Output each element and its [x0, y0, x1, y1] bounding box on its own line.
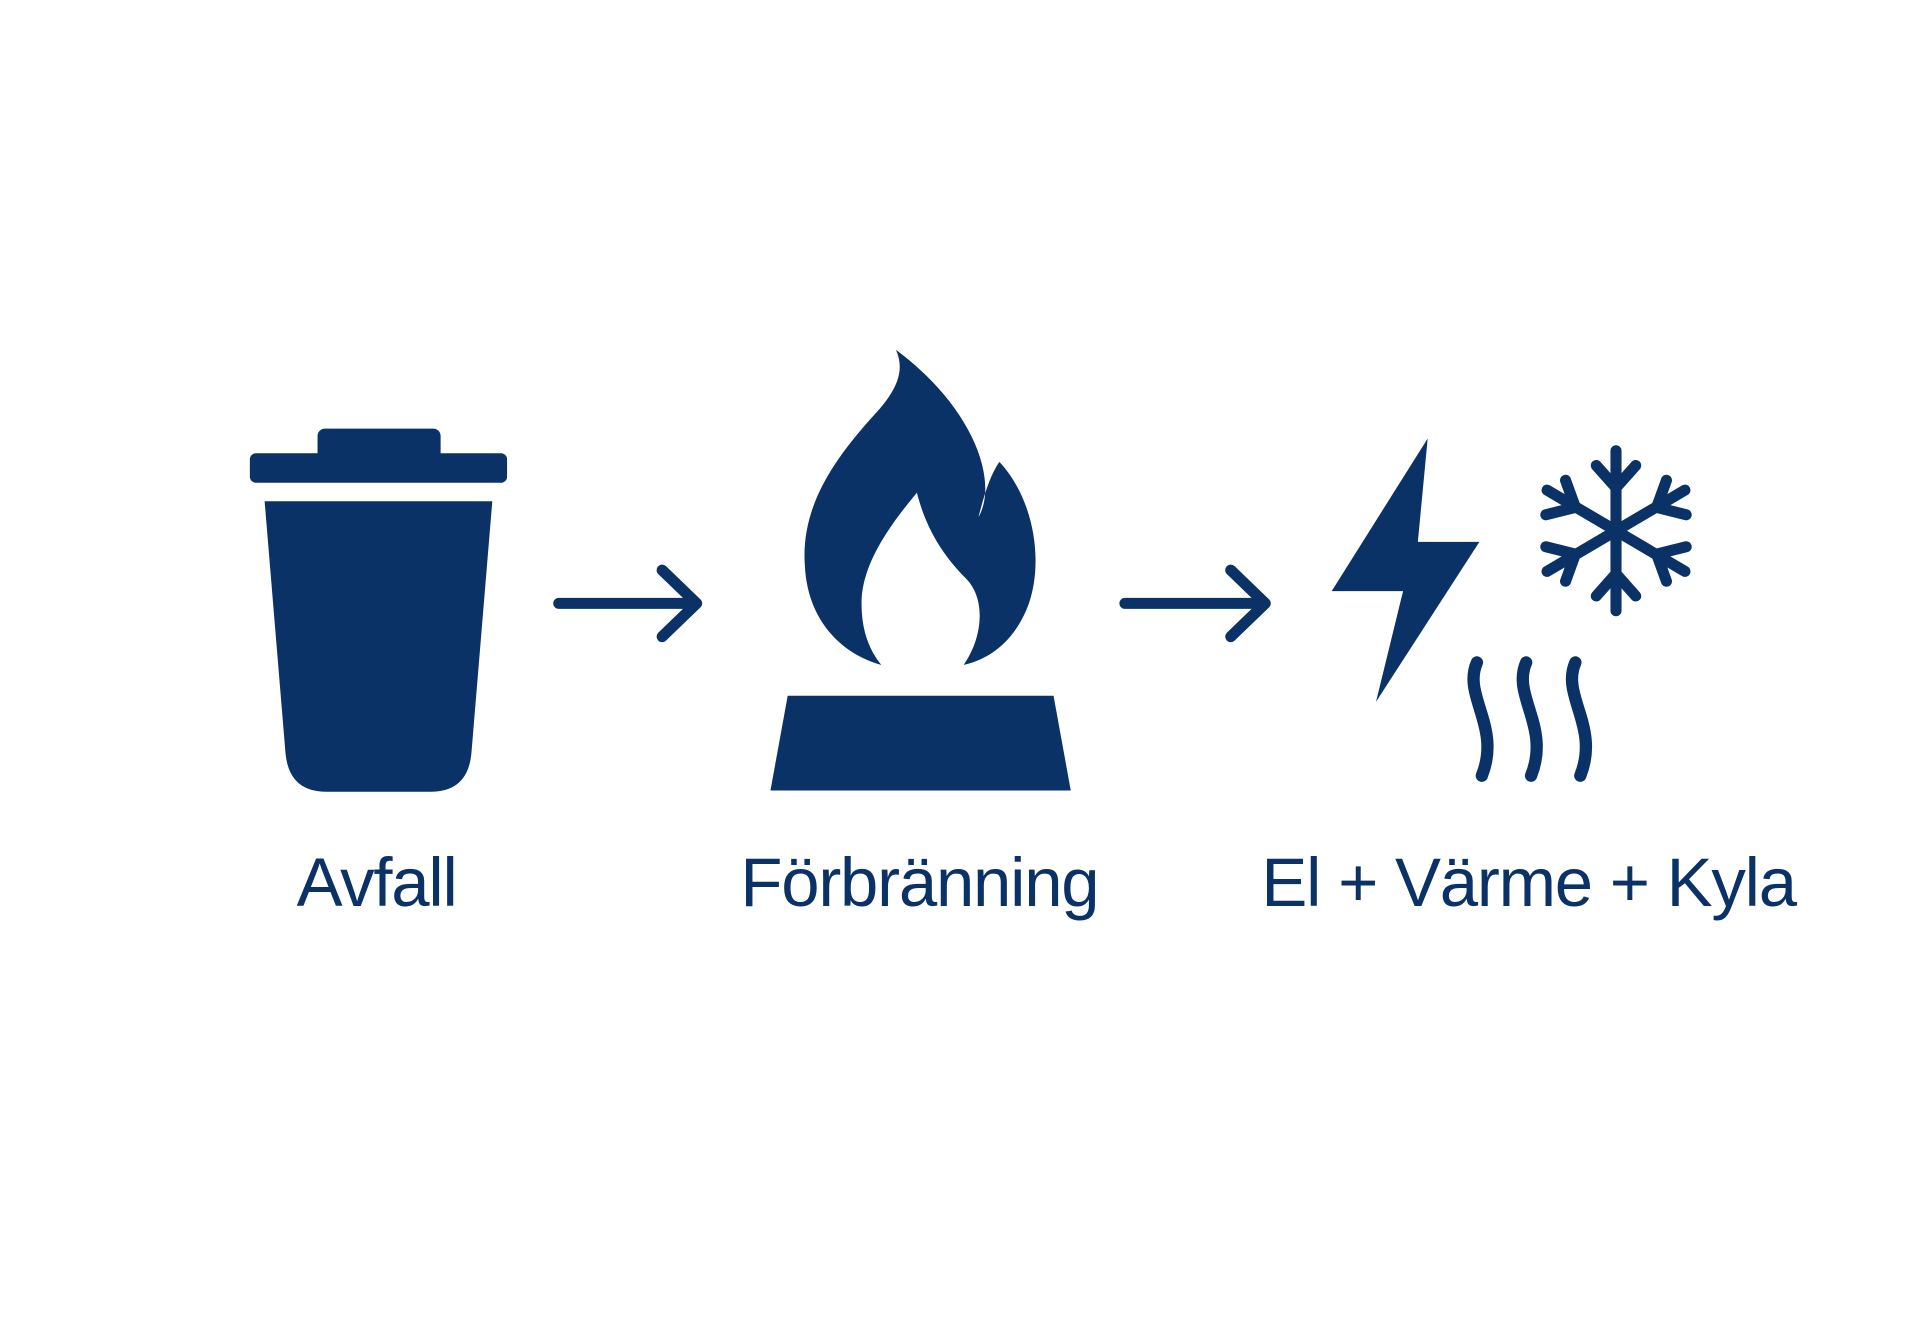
- snowflake-icon: [1540, 445, 1692, 617]
- trash-bin-icon: [249, 428, 508, 792]
- step-label-waste: Avfall: [297, 844, 457, 921]
- arrow-right-icon: [1119, 564, 1271, 643]
- flame-icon: [770, 349, 1071, 791]
- arrow-right-icon: [553, 564, 703, 643]
- step-label-incineration: Förbränning: [740, 844, 1098, 921]
- energy-outputs-icon: [1331, 438, 1692, 782]
- step-label-outputs: El + Värme + Kyla: [1261, 844, 1797, 921]
- heat-waves-icon: [1467, 656, 1592, 782]
- lightning-bolt-icon: [1331, 438, 1480, 702]
